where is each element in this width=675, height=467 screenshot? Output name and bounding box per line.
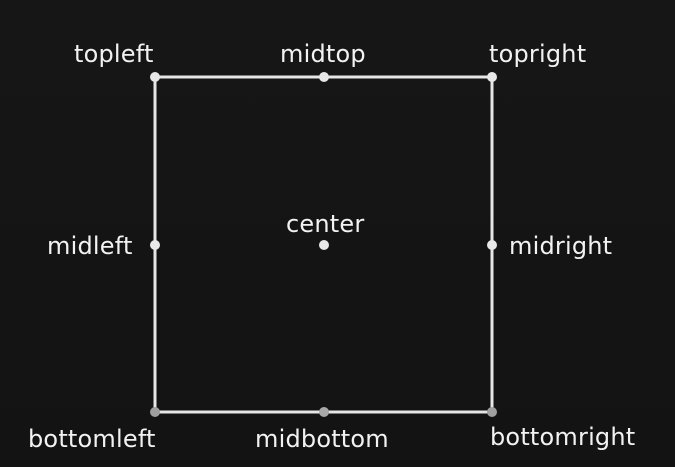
point-midtop [319,72,329,82]
point-topleft [150,72,160,82]
label-midbottom: midbottom [255,425,389,453]
point-midleft [150,240,160,250]
label-midtop: midtop [280,40,366,68]
label-bottomleft: bottomleft [28,425,156,453]
point-midright [487,240,497,250]
point-bottomleft [150,407,160,417]
label-bottomright: bottomright [490,423,636,451]
label-topleft: topleft [74,40,154,68]
point-bottomright [487,407,497,417]
point-topright [487,72,497,82]
label-topright: topright [489,40,587,68]
label-midright: midright [509,232,613,260]
point-center [319,240,329,250]
label-midleft: midleft [47,232,133,260]
point-midbottom [319,407,329,417]
label-center: center [286,210,365,238]
